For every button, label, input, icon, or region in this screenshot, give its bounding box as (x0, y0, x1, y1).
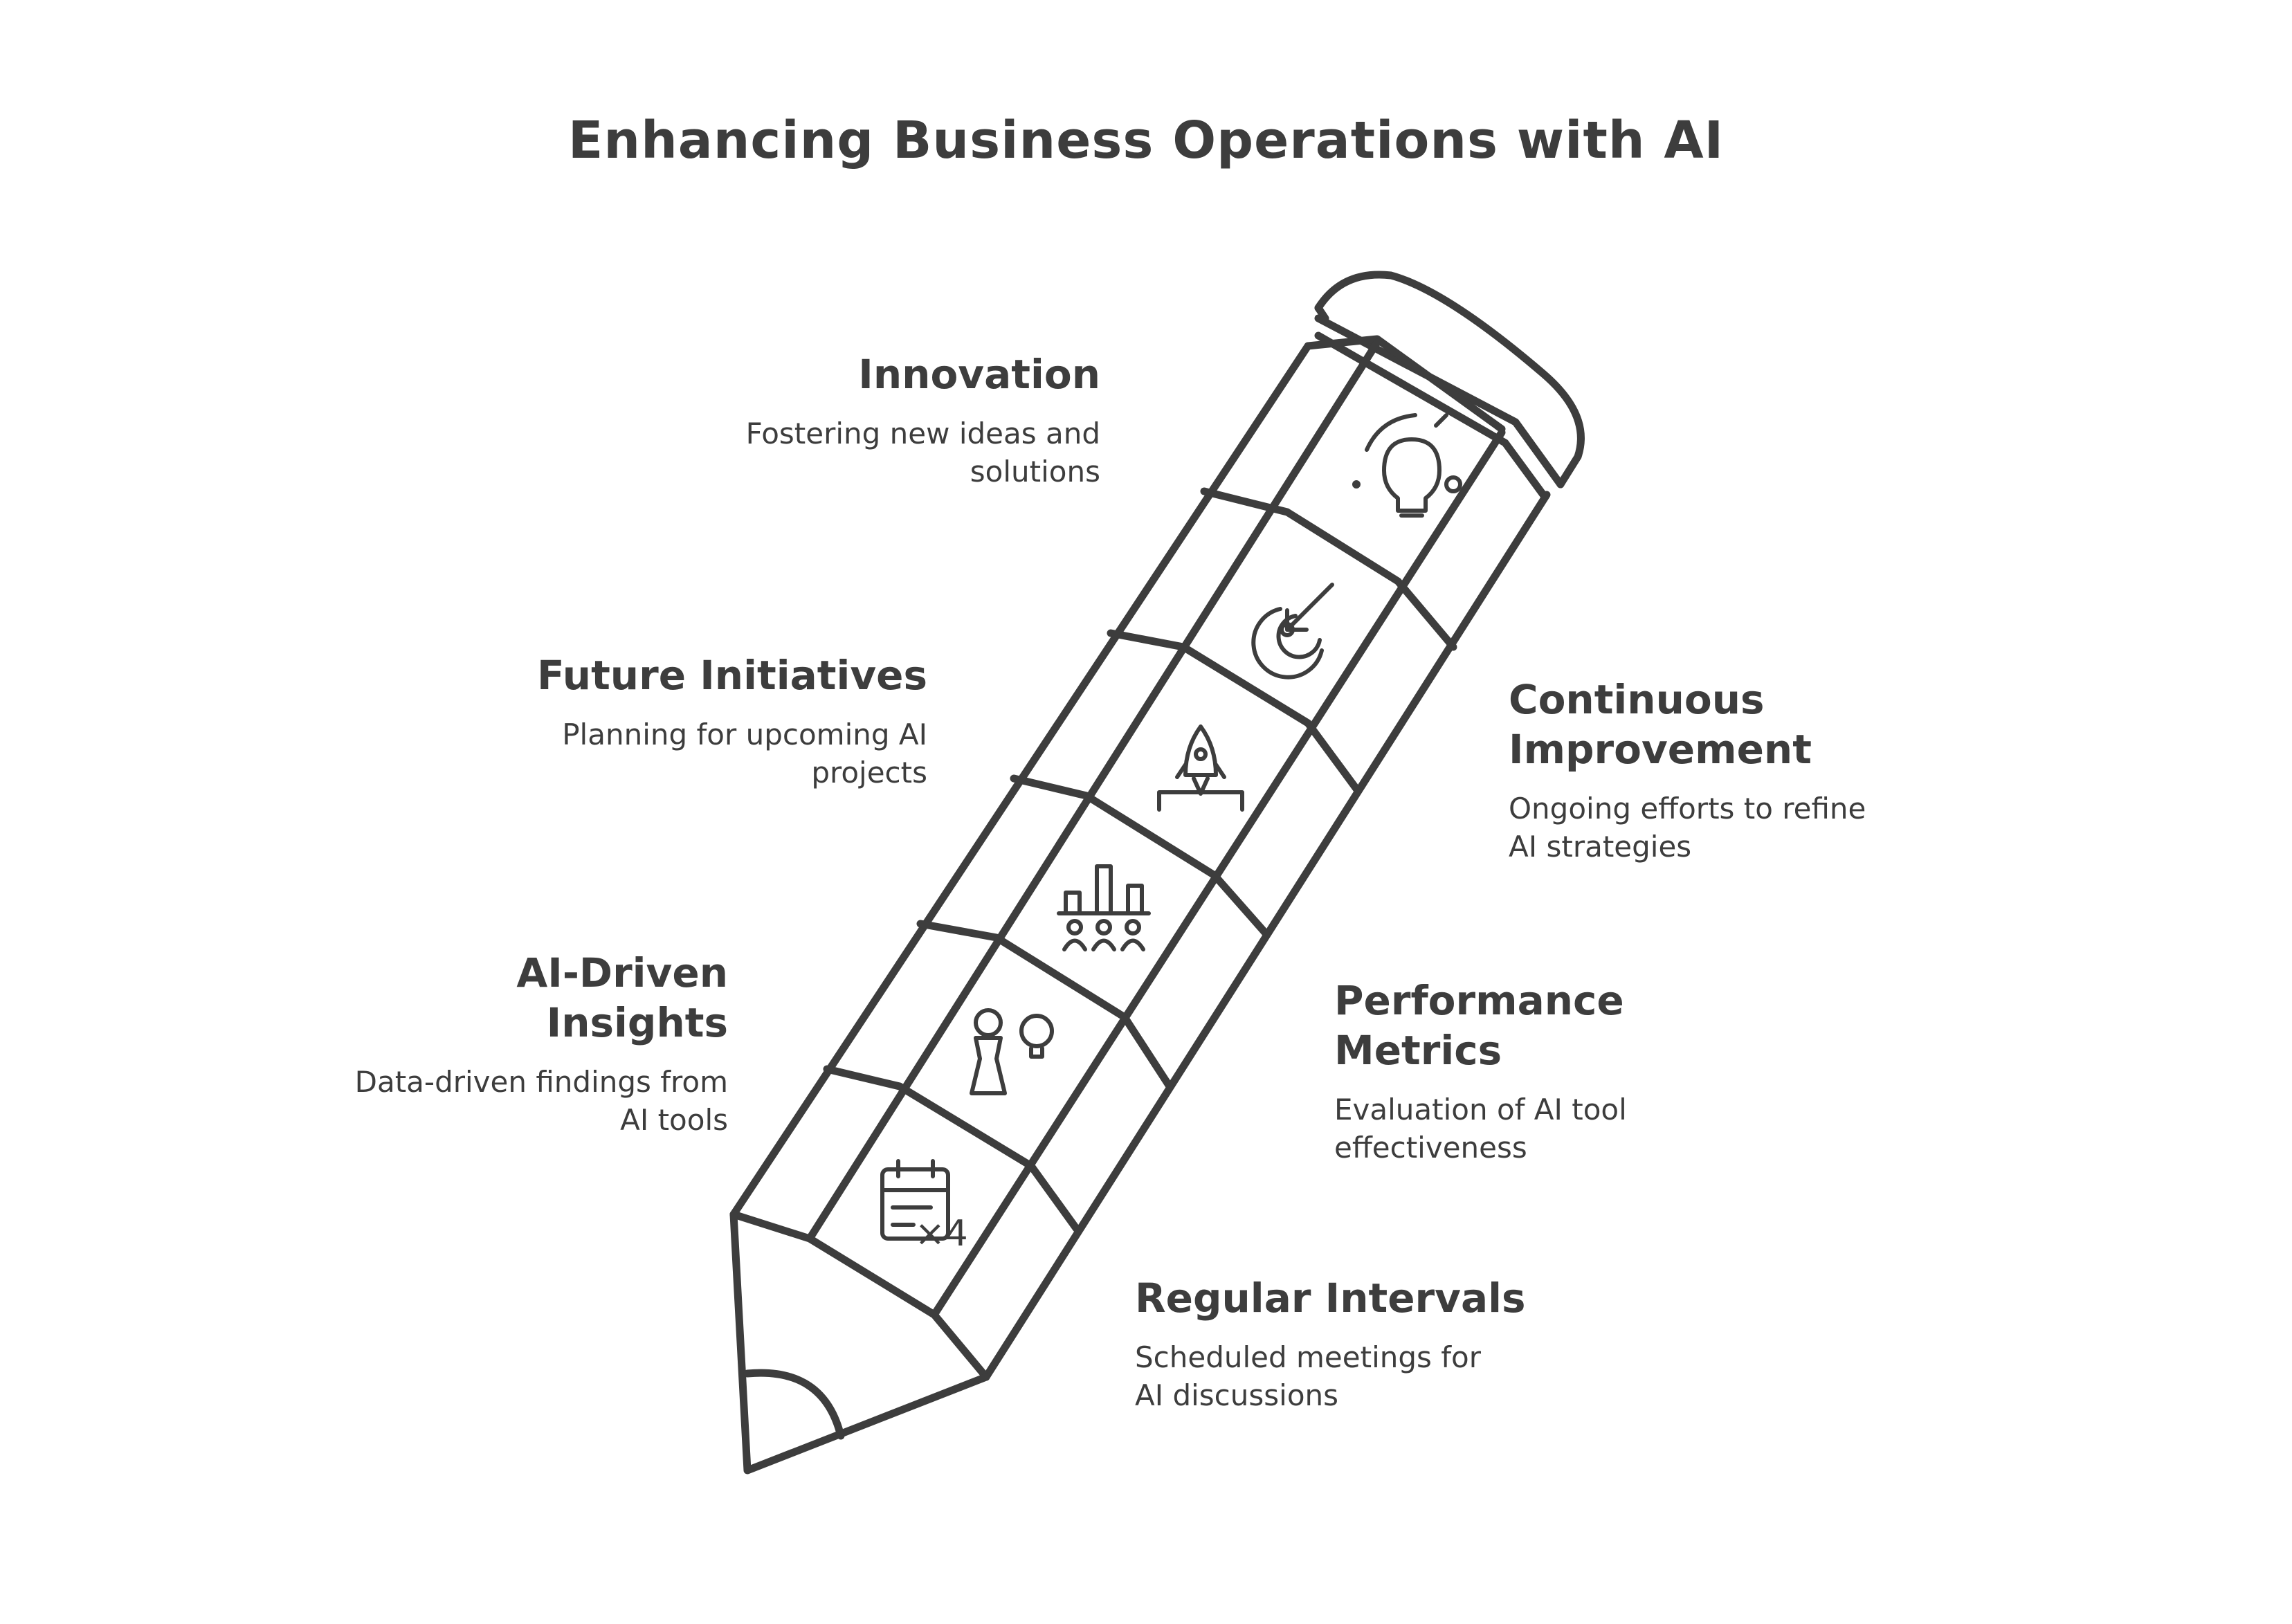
innovation-heading: Innovation (858, 351, 1100, 398)
calendar-x4-icon (880, 1159, 950, 1241)
target-arrow-icon (1251, 583, 1334, 679)
item-future-initiatives: Future Initiatives Planning for upcoming… (443, 650, 927, 792)
item-regular-intervals: Regular Intervals Scheduled meetings for… (1135, 1273, 1619, 1414)
bar-chart-people-icon (1057, 864, 1151, 951)
regular-intervals-heading: Regular Intervals (1135, 1275, 1526, 1322)
rocket-launch-icon (1157, 724, 1244, 812)
diagram-title: Enhancing Business Operations with AI (567, 111, 1725, 170)
person-lightbulb-icon (970, 1008, 1054, 1095)
calendar-badge: ×4 (915, 1213, 968, 1255)
pencil-outline (729, 271, 1585, 1475)
lightbulb-idea-icon (1352, 413, 1462, 518)
future-initiatives-heading: Future Initiatives (537, 652, 927, 699)
